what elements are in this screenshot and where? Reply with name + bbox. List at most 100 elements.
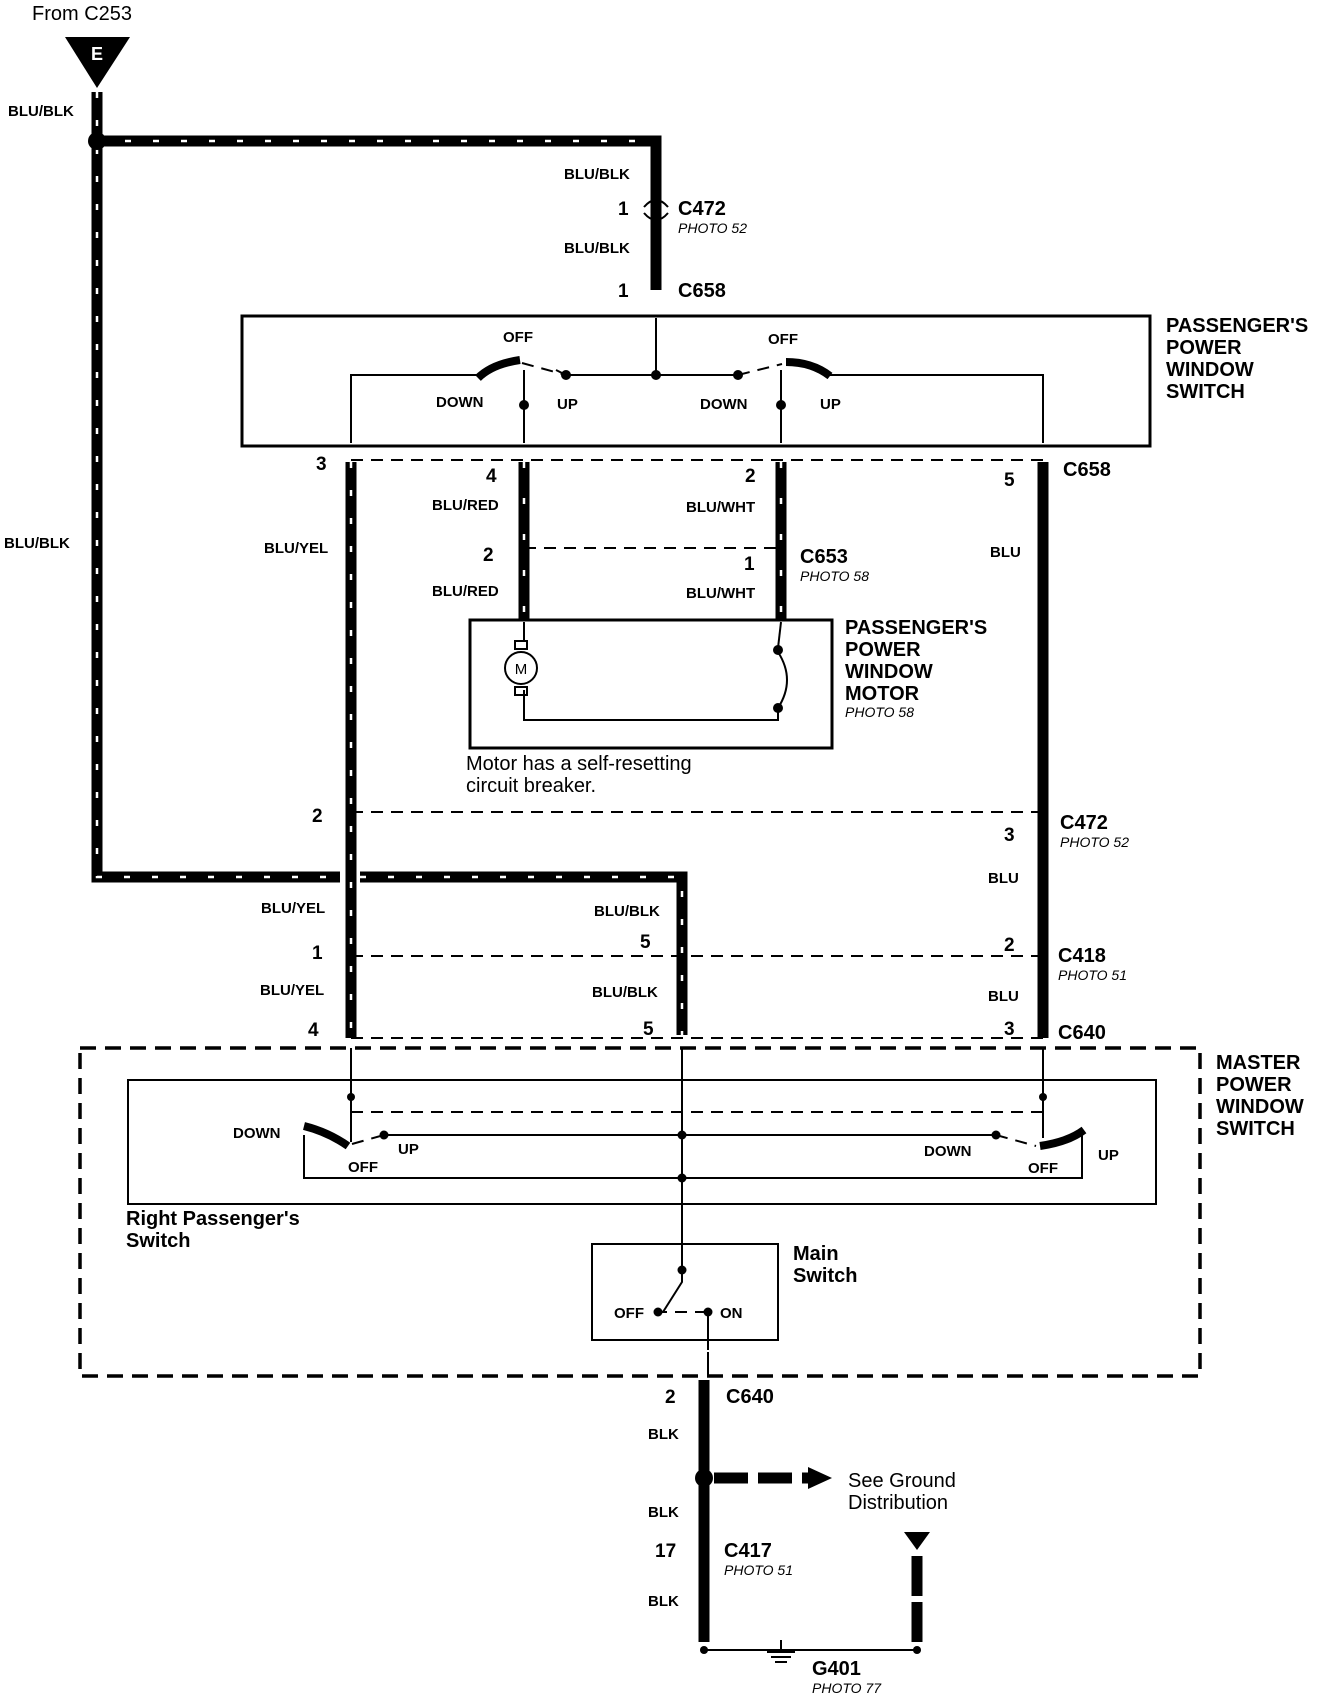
connector-c640-bottom: C640 [726,1386,774,1408]
master-switch-up-2: UP [1098,1147,1119,1164]
ground-see-label: See Ground Distribution [848,1470,961,1514]
passenger-switch-up-blade [785,358,833,380]
passenger-switch-internal [350,318,1044,443]
connector-c472-top: C472 [678,198,726,220]
master-switch-title: MASTER POWER WINDOW SWITCH [1216,1052,1309,1140]
master-switch-off-1: OFF [348,1159,378,1176]
motor-title: PASSENGER'S POWER WINDOW MOTOR [845,617,993,705]
pin-c418-1: 1 [312,943,323,964]
connector-c640-top: C640 [1058,1022,1106,1044]
wire-blu-blk-feed [91,92,688,1035]
wire-label-blu-red-2: BLU/RED [432,583,499,600]
pin-c472-3: 3 [1004,825,1015,846]
wire-label-c472-below: BLU/BLK [564,240,630,257]
passenger-switch-down-blade [475,356,521,381]
wire-label-blu-2: BLU [988,870,1019,887]
passenger-switch-off-1: OFF [503,329,533,346]
wire-label-blu-yel-1: BLU/YEL [264,540,328,557]
master-switch-off-2: OFF [1028,1160,1058,1177]
splice-dot [88,132,106,150]
connector-c418: C418 [1058,945,1106,967]
source-label: From C253 [32,3,132,25]
master-switch-down-blade [302,1122,351,1150]
terminal-e-label: E [91,44,103,64]
photo-c653: PHOTO 58 [800,568,869,584]
wire-label-c472-top: BLU/BLK [564,166,630,183]
passenger-switch-up-2: UP [820,396,841,413]
pin-c640-5: 5 [643,1019,654,1040]
ground-arrow-icon [808,1467,832,1489]
passenger-switch-title: PASSENGER'S POWER WINDOW SWITCH [1166,315,1314,403]
master-switch-up-1: UP [398,1141,419,1158]
passenger-switch-up-1: UP [557,396,578,413]
main-switch-off: OFF [614,1305,644,1322]
right-passenger-switch-label: Right Passenger's Switch [126,1208,305,1252]
pin-c418-5: 5 [640,932,651,953]
ground-terminal-icon [904,1532,930,1550]
photo-c472-middle: PHOTO 52 [1060,834,1129,850]
photo-c418: PHOTO 51 [1058,967,1127,983]
master-switch-up-blade [1039,1126,1087,1150]
wire-label-blu-yel-3: BLU/YEL [260,982,324,999]
wire-label-blk-3: BLK [648,1593,679,1610]
connector-c472-symbol [643,199,669,221]
passenger-switch-down-2: DOWN [700,396,748,413]
wire-label-blu-blk-low: BLU/BLK [592,984,658,1001]
connector-c658-top: C658 [678,280,726,302]
pin-c658-1: 1 [618,281,629,302]
pin-c640-3: 3 [1004,1019,1015,1040]
master-switch-down-2: DOWN [924,1143,972,1160]
wire-label-blu-1: BLU [990,544,1021,561]
wire-label-blu-red-1: BLU/RED [432,497,499,514]
passenger-switch-box [240,314,1152,448]
wire-label-left: BLU/BLK [4,535,70,552]
wire-label-blu-3: BLU [988,988,1019,1005]
passenger-switch-down-1: DOWN [436,394,484,411]
wire-label-blu-yel-2: BLU/YEL [261,900,325,917]
wire-label-blu-wht-1: BLU/WHT [686,499,755,516]
master-switch-internal [303,1048,1083,1350]
ground-g401: G401 [812,1658,861,1680]
pin-c417-17: 17 [655,1541,676,1562]
terminal-e-icon [65,37,130,88]
photo-c472-top: PHOTO 52 [678,220,747,236]
connector-c417: C417 [724,1540,772,1562]
wire-label-blk-2: BLK [648,1504,679,1521]
pin-c472-1: 1 [618,199,629,220]
ground-splice [695,1469,713,1487]
pin-c658-5: 5 [1004,470,1015,491]
pin-c658-4: 4 [486,466,497,487]
pin-c653-2: 2 [483,545,494,566]
motor-note: Motor has a self-resetting circuit break… [466,753,697,797]
motor-box [468,618,834,750]
motor-internal [523,621,788,721]
master-switch-box [78,1046,1202,1378]
pin-c658-2: 2 [745,466,756,487]
main-switch-box [591,1243,779,1341]
wire-label-blu-wht-2: BLU/WHT [686,585,755,602]
connector-c658-bottom: C658 [1063,459,1111,481]
pin-c640-4: 4 [308,1020,319,1041]
right-passenger-switch-box [127,1079,1157,1205]
wire-label-blk-1: BLK [648,1426,679,1443]
pin-c653-1: 1 [744,554,755,575]
motor-symbol: M [515,661,528,678]
wire-label-source: BLU/BLK [8,103,74,120]
pin-c640-2: 2 [665,1387,676,1408]
pin-c658-3: 3 [316,454,327,475]
master-switch-down-1: DOWN [233,1125,281,1142]
motor-icon [504,651,538,685]
main-switch-on: ON [720,1305,743,1322]
photo-c417: PHOTO 51 [724,1562,793,1578]
connector-c472-middle: C472 [1060,812,1108,834]
ground-symbol-icon [767,1640,795,1663]
photo-motor: PHOTO 58 [845,704,914,720]
wire-label-blu-blk-mid: BLU/BLK [594,903,660,920]
main-switch-label: Main Switch [793,1243,857,1287]
passenger-switch-off-2: OFF [768,331,798,348]
photo-g401: PHOTO 77 [812,1680,882,1696]
connector-c653: C653 [800,546,848,568]
pin-c472-2: 2 [312,806,323,827]
pin-c418-2: 2 [1004,935,1015,956]
